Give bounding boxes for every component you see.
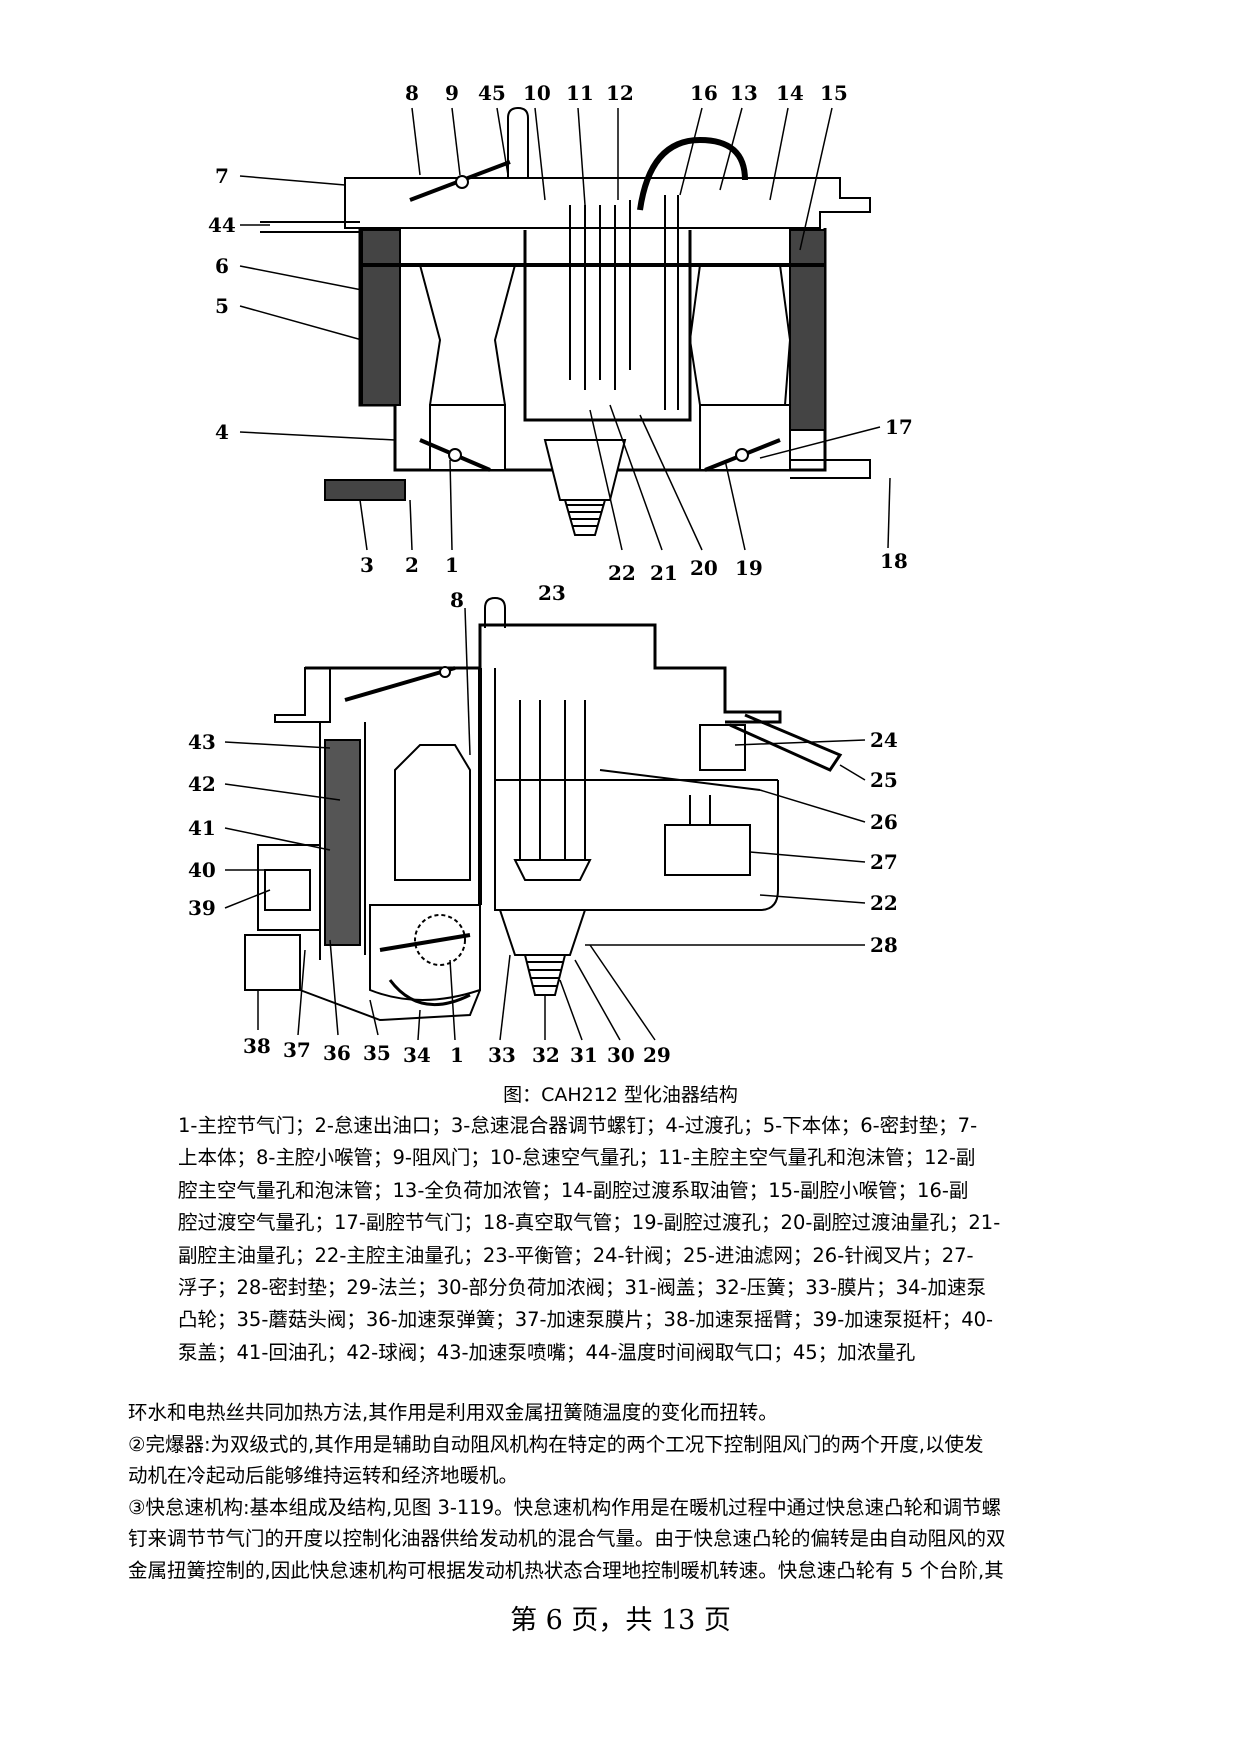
legend-line: 1-主控节气门；2-怠速出油口；3-怠速混合器调节螺钉；4-过渡孔；5-下本体；… [178, 1114, 978, 1137]
label-22: 22 [608, 561, 636, 585]
legend-line: 凸轮；35-蘑菇头阀；36-加速泵弹簧；37-加速泵膜片；38-加速泵摇臂；39… [178, 1308, 994, 1332]
legend-line: 泵盖；41-回油孔；42-球阀；43-加速泵喷嘴；44-温度时间阀取气口；45；… [178, 1340, 916, 1364]
label-4: 4 [215, 420, 229, 444]
label-3: 3 [360, 553, 374, 577]
label-19: 19 [735, 556, 763, 580]
upper-leader-lines [239, 107, 891, 551]
label-1: 1 [445, 553, 459, 577]
lower-leader-lines [224, 607, 866, 1041]
upper-left-labels: 7 44 6 5 4 [208, 164, 236, 444]
body-line: 金属扭簧控制的,因此快怠速机构可根据发动机热状态合理地控制暖机转速。快怠速凸轮有… [128, 1558, 1004, 1582]
page-footer: 第 6 页，共 13 页 [510, 1605, 731, 1636]
label-40: 40 [188, 858, 216, 882]
label-14: 14 [776, 81, 804, 105]
legend-line: 上本体；8-主腔小喉管；9-阻风门；10-怠速空气量孔；11-主腔主空气量孔和泡… [178, 1146, 976, 1170]
lower-section-drawing [244, 596, 843, 1022]
label-31: 31 [570, 1043, 598, 1067]
legend-line: 副腔主油量孔；22-主腔主油量孔；23-平衡管；24-针阀；25-进油滤网；26… [178, 1243, 974, 1267]
label-33: 33 [488, 1043, 516, 1067]
upper-right-labels: 17 18 [880, 415, 913, 573]
lower-left-labels: 43 42 41 40 39 [188, 730, 216, 920]
label-12: 12 [606, 81, 634, 105]
label-8: 8 [405, 81, 419, 105]
body-line: 钉来调节节气门的开度以控制化油器供给发动机的混合气量。由于快怠速凸轮的偏转是由自… [128, 1527, 1006, 1551]
label-29: 29 [643, 1043, 671, 1067]
figure-legend: 1-主控节气门；2-怠速出油口；3-怠速混合器调节螺钉；4-过渡孔；5-下本体；… [178, 1110, 1078, 1369]
carburetor-structure-figure: 8 9 45 10 11 12 16 13 14 15 7 44 6 5 4 1… [188, 81, 913, 1067]
label-36: 36 [323, 1041, 351, 1065]
legend-line: 浮子；28-密封垫；29-法兰；30-部分负荷加浓阀；31-阀盖；32-压簧；3… [178, 1276, 986, 1300]
label-9: 9 [445, 81, 459, 105]
label-18: 18 [880, 549, 908, 573]
label-39: 39 [188, 896, 216, 920]
legend-line: 腔主空气量孔和泡沫管；13-全负荷加浓管；14-副腔过渡系取油管；15-副腔小喉… [178, 1178, 969, 1202]
label-43: 43 [188, 730, 216, 754]
label-30: 30 [607, 1043, 635, 1067]
label-2: 2 [405, 553, 419, 577]
label-20: 20 [690, 556, 718, 580]
label-26: 26 [870, 810, 898, 834]
label-7: 7 [215, 164, 229, 188]
label-5: 5 [215, 294, 229, 318]
body-line: ②完爆器:为双级式的,其作用是辅助自动阻风机构在特定的两个工况下控制阻风门的两个… [128, 1432, 984, 1456]
body-line: ③快怠速机构:基本组成及结构,见图 3-119。快怠速机构作用是在暖机过程中通过… [128, 1495, 1002, 1519]
label-28: 28 [870, 933, 898, 957]
label-6: 6 [215, 254, 229, 278]
label-23: 23 [538, 581, 566, 605]
lower-right-labels: 24 25 26 27 22 28 [870, 728, 898, 957]
label-32: 32 [532, 1043, 560, 1067]
figure-caption: 图：CAH212 型化油器结构 [503, 1084, 738, 1106]
label-15: 15 [820, 81, 848, 105]
label-41: 41 [188, 816, 216, 840]
label-1-lower: 1 [450, 1043, 464, 1067]
label-42: 42 [188, 772, 216, 796]
body-line: 动机在冷起动后能够维持运转和经济地暖机。 [128, 1464, 519, 1488]
label-8-lower: 8 [450, 588, 464, 612]
lower-top-labels: 8 23 [450, 581, 566, 612]
label-34: 34 [403, 1043, 431, 1067]
label-25: 25 [870, 768, 898, 792]
body-line: 环水和电热丝共同加热方法,其作用是利用双金属扭簧随温度的变化而扭转。 [128, 1401, 778, 1424]
label-21: 21 [650, 561, 678, 585]
label-37: 37 [283, 1038, 311, 1062]
body-text: 环水和电热丝共同加热方法,其作用是利用双金属扭簧随温度的变化而扭转。 ②完爆器:… [128, 1397, 1118, 1587]
carburetor-diagram: 8 9 45 10 11 12 16 13 14 15 7 44 6 5 4 1… [188, 81, 913, 1067]
label-24: 24 [870, 728, 898, 752]
upper-section-drawing [260, 106, 871, 536]
label-45: 45 [478, 81, 506, 105]
legend-line: 腔过渡空气量孔；17-副腔节气门；18-真空取气管；19-副腔过渡孔；20-副腔… [178, 1211, 1001, 1235]
label-11: 11 [566, 81, 594, 105]
label-16: 16 [690, 81, 718, 105]
label-35: 35 [363, 1041, 391, 1065]
label-27: 27 [870, 850, 898, 874]
label-44: 44 [208, 213, 236, 237]
label-13: 13 [730, 81, 758, 105]
upper-bottom-labels: 3 2 1 22 21 20 19 [360, 553, 763, 585]
label-38: 38 [243, 1034, 271, 1058]
upper-top-labels: 8 9 45 10 11 12 16 13 14 15 [405, 81, 848, 105]
label-10: 10 [523, 81, 551, 105]
label-17: 17 [885, 415, 913, 439]
label-22-lower: 22 [870, 891, 898, 915]
lower-bottom-labels: 38 37 36 35 34 1 33 32 31 30 29 [243, 1034, 671, 1067]
